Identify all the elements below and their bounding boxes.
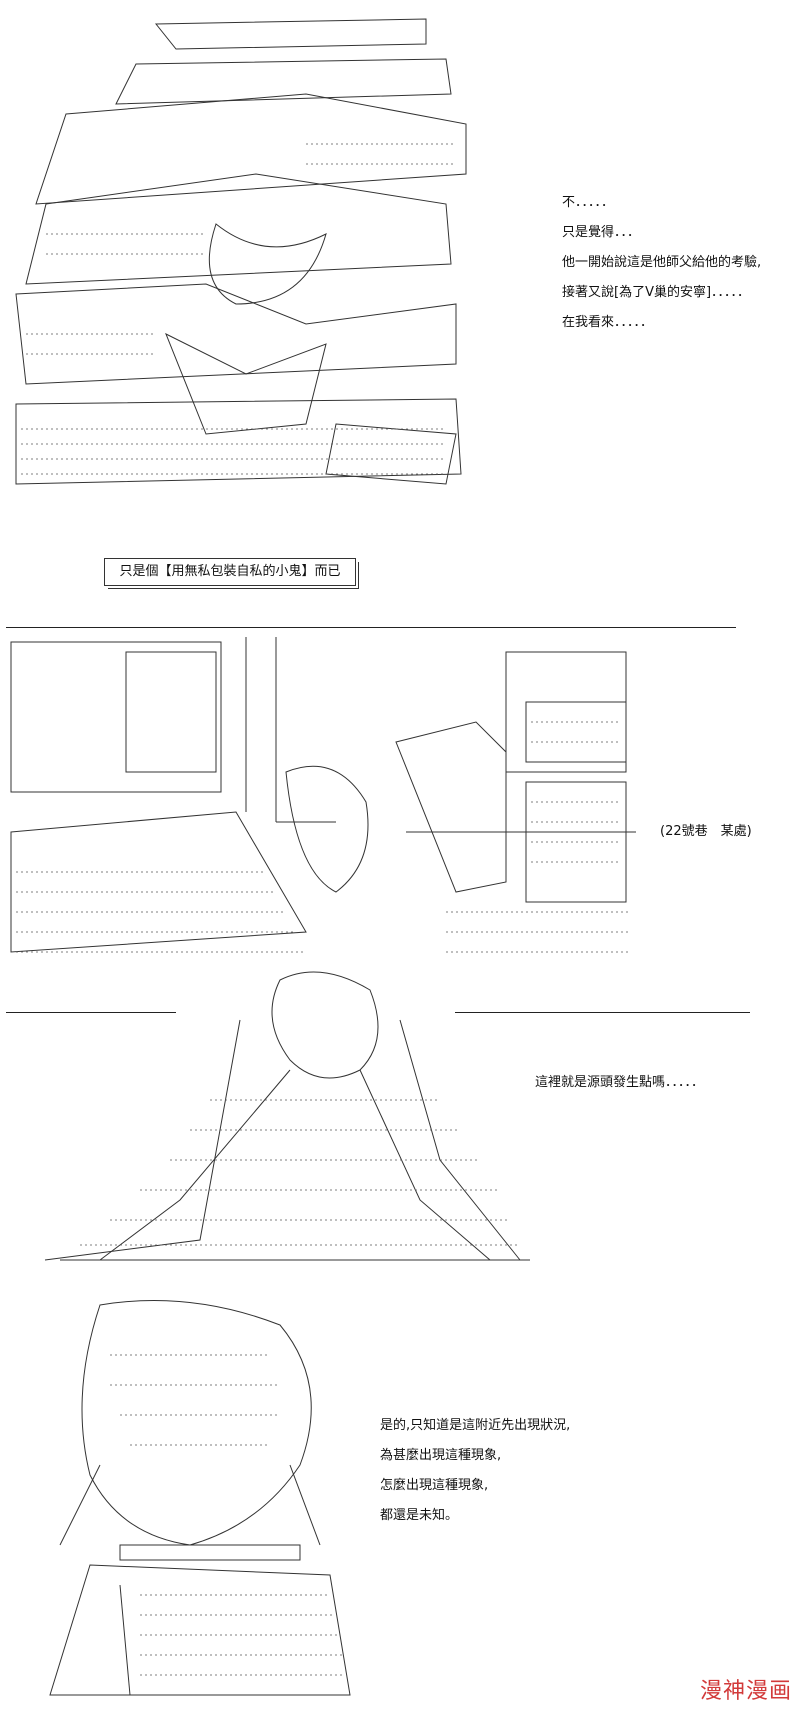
narration-line: 都還是未知。 <box>380 1508 459 1523</box>
narration-line: 他一開始說這是他師父給他的考驗, <box>562 255 762 270</box>
alley-street-drawing <box>10 637 636 953</box>
narration-line: 在我看來．．．．． <box>562 315 654 330</box>
narration-panel-3: 這裡就是源頭發生點嗎．．．．． <box>535 1075 705 1090</box>
narration-line: 只是覺得．．． <box>562 225 641 240</box>
panel-divider-top <box>6 627 736 628</box>
narration-panel-1: 不．．．．． 只是覺得．．． 他一開始說這是他師父給他的考驗, 接著又說[為了V… <box>562 188 761 338</box>
figure-back-drawing <box>49 1300 351 1696</box>
narration-line: 怎麼出現這種現象, <box>380 1478 489 1493</box>
narration-line: 不．．．．． <box>562 195 615 210</box>
panel-divider-bottom <box>6 1012 176 1013</box>
narration-line: 接著又說[為了V巢的安寧]．．．．． <box>562 285 751 300</box>
watermark: 漫神漫画 <box>699 1679 792 1704</box>
ascii-art-cloaked-figure <box>40 960 540 1270</box>
cloaked-figure-drawing <box>44 971 530 1261</box>
boxed-caption: 只是個【用無私包裝自私的小鬼】而已 <box>104 558 359 589</box>
ascii-art-caped-figure <box>6 4 476 504</box>
caped-figure-drawing <box>15 18 467 485</box>
ascii-art-figure-back <box>30 1295 370 1700</box>
narration-line: 是的,只知道是這附近先出現狀況, <box>380 1418 571 1433</box>
narration-panel-4: 是的,只知道是這附近先出現狀況, 為甚麼出現這種現象, 怎麼出現這種現象, 都還… <box>380 1411 570 1531</box>
panel-divider-bottom-right <box>455 1012 750 1013</box>
location-label: (22號巷 某處) <box>660 824 752 839</box>
ascii-art-alley-street <box>6 632 636 1012</box>
narration-line: 為甚麼出現這種現象, <box>380 1448 502 1463</box>
